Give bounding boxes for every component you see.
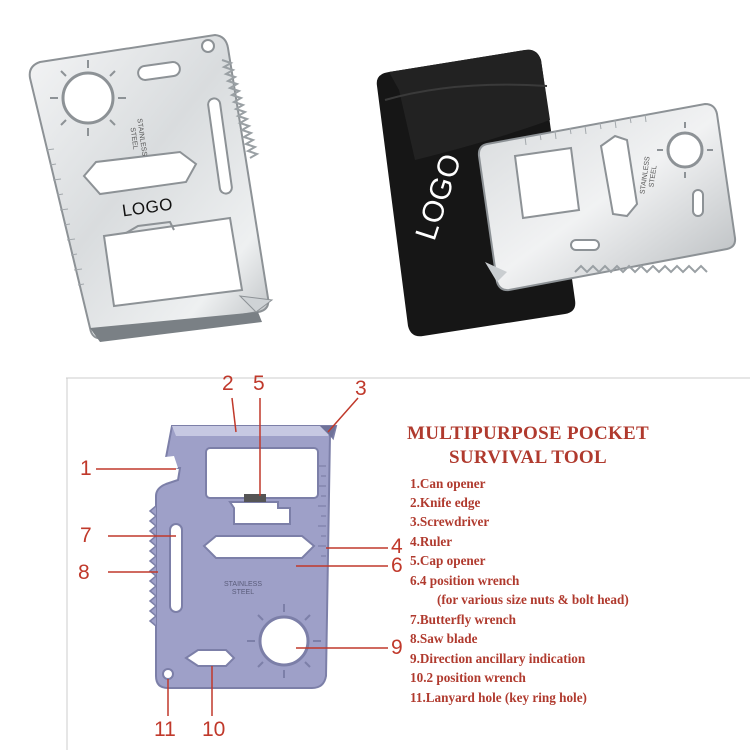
card-photo-right: LOGO STAINLESS STEEL: [375, 0, 750, 350]
legend-item-5: 5.Cap opener: [410, 553, 486, 568]
diagram-stamp: STAINLESS STEEL: [224, 581, 262, 597]
tool-diagram: 2 5 3 1 7 8 4 6 9 11 10 STAINLESS STEEL: [66, 372, 750, 750]
callout-4: 4: [391, 535, 403, 558]
legend-item-4: 4.Ruler: [410, 534, 453, 549]
legend-item-1: 1.Can opener: [410, 476, 486, 491]
card-left-illustration: [28, 33, 274, 342]
diagram-frame-lines: [66, 377, 750, 750]
legend-item-6: 6.4 position wrench: [410, 573, 520, 588]
diagram-stamp-line2: STEEL: [231, 589, 255, 596]
legend-item-9: 9.Direction ancillary indication: [410, 651, 586, 666]
callout-10: 10: [202, 718, 226, 741]
callout-6: 6: [391, 554, 403, 577]
legend-item-3: 3.Screwdriver: [410, 514, 490, 529]
callout-1: 1: [80, 457, 92, 480]
callout-5: 5: [253, 372, 265, 395]
callout-2: 2: [222, 372, 234, 395]
legend-item-8: 8.Saw blade: [410, 631, 478, 646]
legend-item-2: 2.Knife edge: [410, 495, 481, 510]
legend-item-6-note: (for various size nuts & bolt head): [437, 592, 629, 607]
callout-7: 7: [80, 524, 92, 547]
diagram-card-illustration: [96, 397, 388, 716]
callout-8: 8: [78, 561, 90, 584]
legend-title: MULTIPURPOSE POCKET SURVIVAL TOOL: [396, 422, 660, 470]
legend-item-7: 7.Butterfly wrench: [410, 612, 516, 627]
pouch-and-card-illustration: [376, 49, 737, 337]
callout-11: 11: [154, 718, 176, 741]
legend-item-11: 11.Lanyard hole (key ring hole): [410, 690, 587, 705]
card-photo-left: LOGO STAINLESS STEEL: [0, 0, 375, 350]
diagram-stamp-line1: STAINLESS: [224, 581, 262, 588]
legend-item-10: 10.2 position wrench: [410, 670, 526, 685]
legend-title-line1: MULTIPURPOSE POCKET: [406, 423, 649, 444]
callout-3: 3: [355, 377, 367, 400]
callout-9: 9: [391, 636, 403, 659]
legend-title-line2: SURVIVAL TOOL: [449, 447, 607, 468]
